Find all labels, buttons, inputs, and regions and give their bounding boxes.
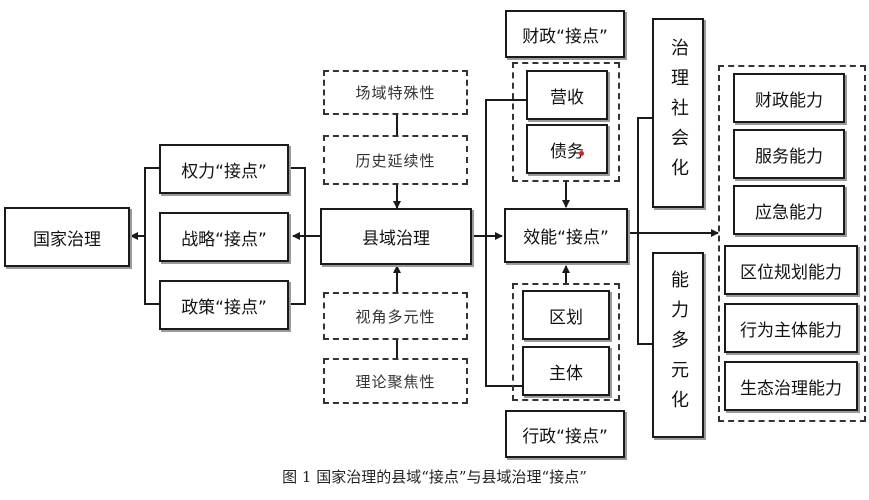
node-perspective-diversity: 视角多元性 xyxy=(323,292,468,340)
node-capability-emergency: 应急能力 xyxy=(733,185,845,235)
debt-label: 债务 xyxy=(550,141,584,162)
node-power-contact: 权力“接点” xyxy=(159,144,289,194)
bracket-contacts-right xyxy=(289,167,306,305)
node-capability-ecological: 生态治理能力 xyxy=(724,361,858,411)
bracket-vertical-labels xyxy=(637,117,652,345)
group-capabilities xyxy=(718,65,866,422)
figure-caption: 图 1 国家治理的县域“接点”与县域治理“接点” xyxy=(282,468,587,486)
node-admin-contact: 行政“接点” xyxy=(505,410,625,458)
node-policy-contact: 政策“接点” xyxy=(159,280,289,330)
node-subject: 主体 xyxy=(522,346,610,396)
node-fiscal-contact: 财政“接点” xyxy=(505,10,625,58)
node-national-governance: 国家治理 xyxy=(4,207,130,267)
group-fiscal xyxy=(512,62,620,182)
red-dot-mark xyxy=(579,151,584,156)
bracket-contacts-left xyxy=(144,167,159,305)
node-revenue: 营收 xyxy=(526,70,608,120)
node-capability-location-planning: 区位规划能力 xyxy=(724,245,858,295)
governance-socialization-label: 治理社会化 xyxy=(668,38,689,188)
node-debt: 债务 xyxy=(526,124,608,174)
node-strategy-contact: 战略“接点” xyxy=(159,212,289,262)
node-governance-socialization: 治理社会化 xyxy=(652,18,704,208)
node-capability-fiscal: 财政能力 xyxy=(733,73,845,123)
node-county-governance: 县域治理 xyxy=(320,208,472,265)
node-capability-diversification: 能力多元化 xyxy=(652,252,704,438)
node-capability-actor: 行为主体能力 xyxy=(724,303,858,353)
node-historical-continuity: 历史延续性 xyxy=(323,135,468,185)
group-admin xyxy=(512,283,620,401)
node-division: 区划 xyxy=(522,290,610,340)
node-efficiency-contact: 效能“接点” xyxy=(504,208,628,263)
node-theory-focus: 理论聚焦性 xyxy=(323,358,468,404)
node-capability-service: 服务能力 xyxy=(733,129,845,179)
node-site-specificity: 场域特殊性 xyxy=(323,70,468,115)
capability-diversification-label: 能力多元化 xyxy=(668,270,689,420)
